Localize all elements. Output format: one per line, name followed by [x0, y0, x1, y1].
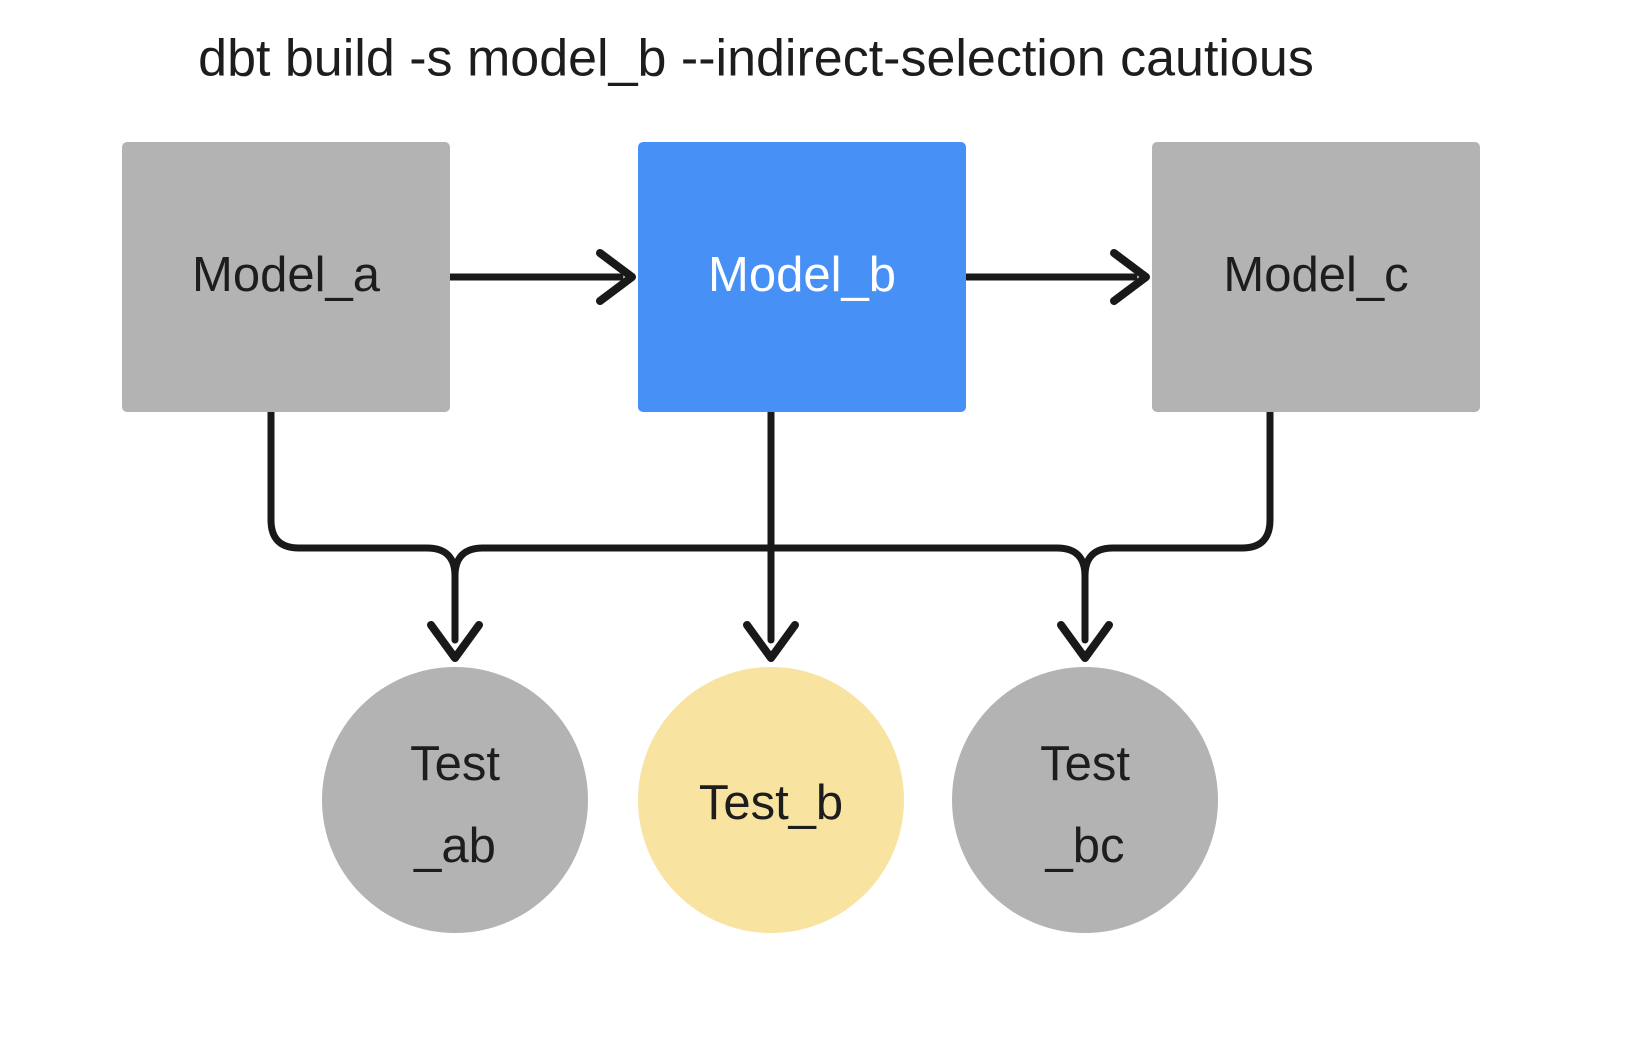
node-label-line-1: Test_b	[699, 776, 843, 830]
edge-model-b-to-model-c	[962, 249, 1150, 305]
arrowhead-icon	[743, 621, 799, 662]
edge-model-b-to-test-bc	[767, 544, 1089, 580]
node-test-ab[interactable]: Test _ab	[322, 667, 588, 933]
node-label: Model_a	[192, 248, 381, 302]
node-shape[interactable]	[1152, 142, 1480, 412]
node-model-c[interactable]: Model_c	[1152, 142, 1480, 412]
node-model-a[interactable]: Model_a	[122, 142, 450, 412]
node-label-line-2: _ab	[413, 819, 496, 873]
arrowhead-icon	[427, 621, 483, 662]
edge-model-a-to-test-ab	[267, 408, 483, 662]
node-test-bc[interactable]: Test _bc	[952, 667, 1218, 933]
node-shape[interactable]	[322, 667, 588, 933]
node-model-b[interactable]: Model_b	[638, 142, 966, 412]
node-shape[interactable]	[638, 142, 966, 412]
arrowhead-icon	[1110, 249, 1150, 305]
node-test-b[interactable]: Test_b	[638, 667, 904, 933]
edge-model-a-to-model-b	[446, 249, 636, 305]
edge-model-c-to-test-bc	[1057, 408, 1274, 662]
node-label-line-1: Test	[1040, 737, 1130, 791]
node-shape[interactable]	[122, 142, 450, 412]
node-shape[interactable]	[638, 667, 904, 933]
arrowhead-icon	[1057, 621, 1113, 662]
edge-model-b-to-test-b	[743, 408, 799, 662]
node-label-line-1: Test	[410, 737, 500, 791]
arrowhead-icon	[596, 249, 636, 305]
diagram-title: dbt build -s model_b --indirect-selectio…	[198, 30, 1314, 88]
node-label-line-2: _bc	[1044, 819, 1124, 873]
node-label: Model_b	[708, 248, 896, 302]
edge-line	[767, 544, 1089, 580]
edge-line	[267, 408, 459, 644]
edge-line	[1081, 408, 1274, 644]
node-shape[interactable]	[952, 667, 1218, 933]
node-label: Model_c	[1223, 248, 1408, 302]
edge-line	[451, 544, 775, 580]
edge-model-b-to-test-ab	[451, 544, 775, 580]
